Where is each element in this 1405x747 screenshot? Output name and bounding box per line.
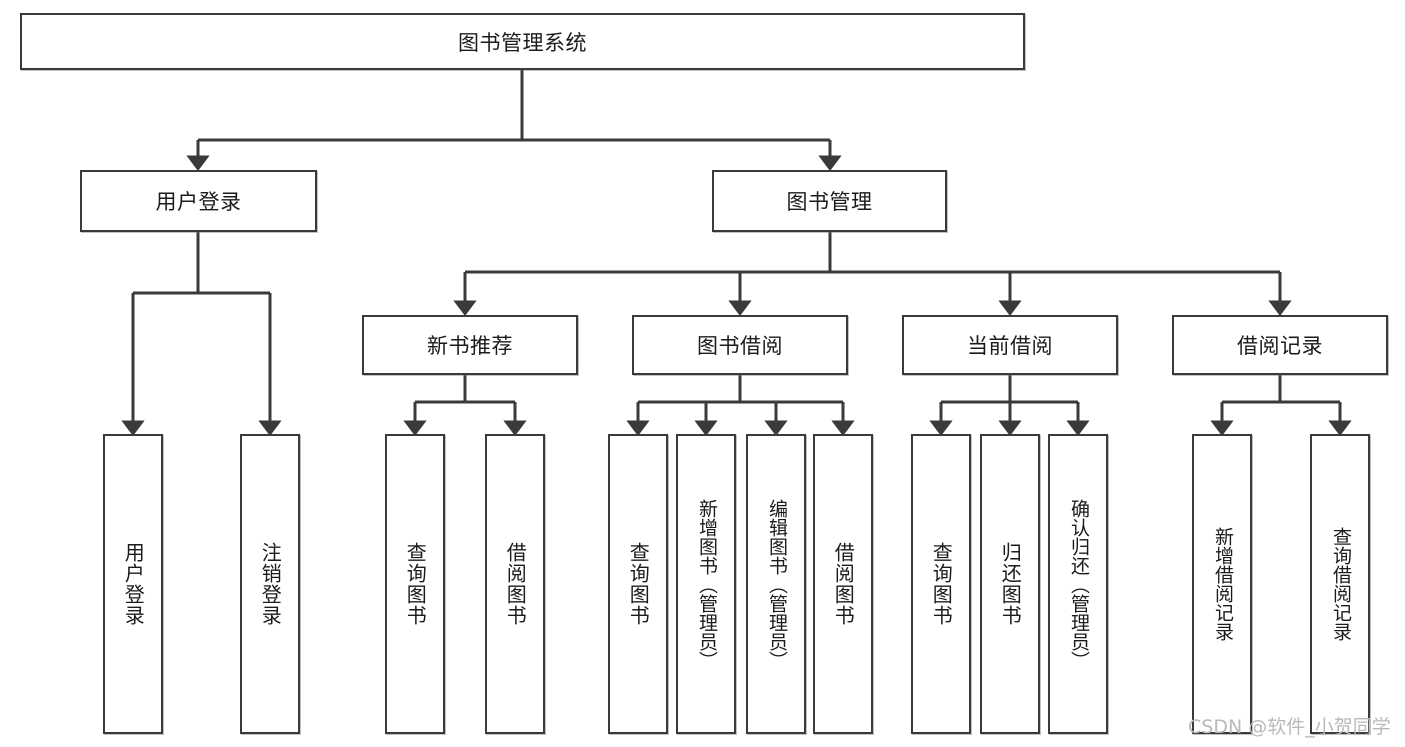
node-book-management-label: 图书管理 bbox=[786, 190, 873, 214]
node-root-label: 图书管理系统 bbox=[458, 30, 587, 55]
node-current-borrow-label: 当前借阅 bbox=[967, 334, 1053, 358]
node-book-management[interactable]: 图书管理 bbox=[712, 170, 947, 232]
node-current-borrow[interactable]: 当前借阅 bbox=[902, 315, 1118, 375]
leaf-return-book[interactable]: 归还图书 bbox=[980, 434, 1040, 734]
leaf-query-borrow-record-label: 查询借阅记录 bbox=[1329, 527, 1352, 641]
leaf-query-borrow-record[interactable]: 查询借阅记录 bbox=[1310, 434, 1370, 734]
leaf-edit-book-admin[interactable]: 编辑图书（管理员） bbox=[746, 434, 806, 734]
node-root[interactable]: 图书管理系统 bbox=[20, 13, 1025, 70]
node-new-book-recommend[interactable]: 新书推荐 bbox=[362, 315, 578, 375]
leaf-borrow-book-2-label: 借阅图书 bbox=[831, 542, 856, 626]
leaf-query-book-3-label: 查询图书 bbox=[929, 542, 954, 626]
leaf-edit-book-admin-label: 编辑图书（管理员） bbox=[765, 498, 788, 670]
leaf-query-book-1-label: 查询图书 bbox=[403, 542, 428, 626]
leaf-user-login[interactable]: 用户登录 bbox=[103, 434, 163, 734]
node-book-borrow[interactable]: 图书借阅 bbox=[632, 315, 848, 375]
leaf-add-borrow-record[interactable]: 新增借阅记录 bbox=[1192, 434, 1252, 734]
node-borrow-record-label: 借阅记录 bbox=[1237, 334, 1323, 358]
node-user-login-label: 用户登录 bbox=[155, 190, 242, 214]
leaf-add-book-admin[interactable]: 新增图书（管理员） bbox=[676, 434, 736, 734]
leaf-query-book-3[interactable]: 查询图书 bbox=[911, 434, 971, 734]
leaf-query-book-2-label: 查询图书 bbox=[626, 542, 651, 626]
node-borrow-record[interactable]: 借阅记录 bbox=[1172, 315, 1388, 375]
watermark-text: CSDN @软件_小贺同学 bbox=[1188, 716, 1391, 738]
leaf-user-logout[interactable]: 注销登录 bbox=[240, 434, 300, 734]
leaf-query-book-1[interactable]: 查询图书 bbox=[385, 434, 445, 734]
leaf-borrow-book-1[interactable]: 借阅图书 bbox=[485, 434, 545, 734]
leaf-add-book-admin-label: 新增图书（管理员） bbox=[695, 498, 718, 670]
node-book-borrow-label: 图书借阅 bbox=[697, 334, 783, 358]
node-new-book-recommend-label: 新书推荐 bbox=[427, 334, 513, 358]
leaf-query-book-2[interactable]: 查询图书 bbox=[608, 434, 668, 734]
leaf-confirm-return-admin-label: 确认归还（管理员） bbox=[1067, 498, 1090, 670]
leaf-user-login-label: 用户登录 bbox=[121, 542, 146, 626]
leaf-borrow-book-1-label: 借阅图书 bbox=[503, 542, 528, 626]
leaf-user-logout-label: 注销登录 bbox=[258, 542, 283, 626]
node-user-login[interactable]: 用户登录 bbox=[80, 170, 317, 232]
leaf-borrow-book-2[interactable]: 借阅图书 bbox=[813, 434, 873, 734]
leaf-confirm-return-admin[interactable]: 确认归还（管理员） bbox=[1048, 434, 1108, 734]
leaf-return-book-label: 归还图书 bbox=[998, 542, 1023, 626]
leaf-add-borrow-record-label: 新增借阅记录 bbox=[1211, 527, 1234, 641]
